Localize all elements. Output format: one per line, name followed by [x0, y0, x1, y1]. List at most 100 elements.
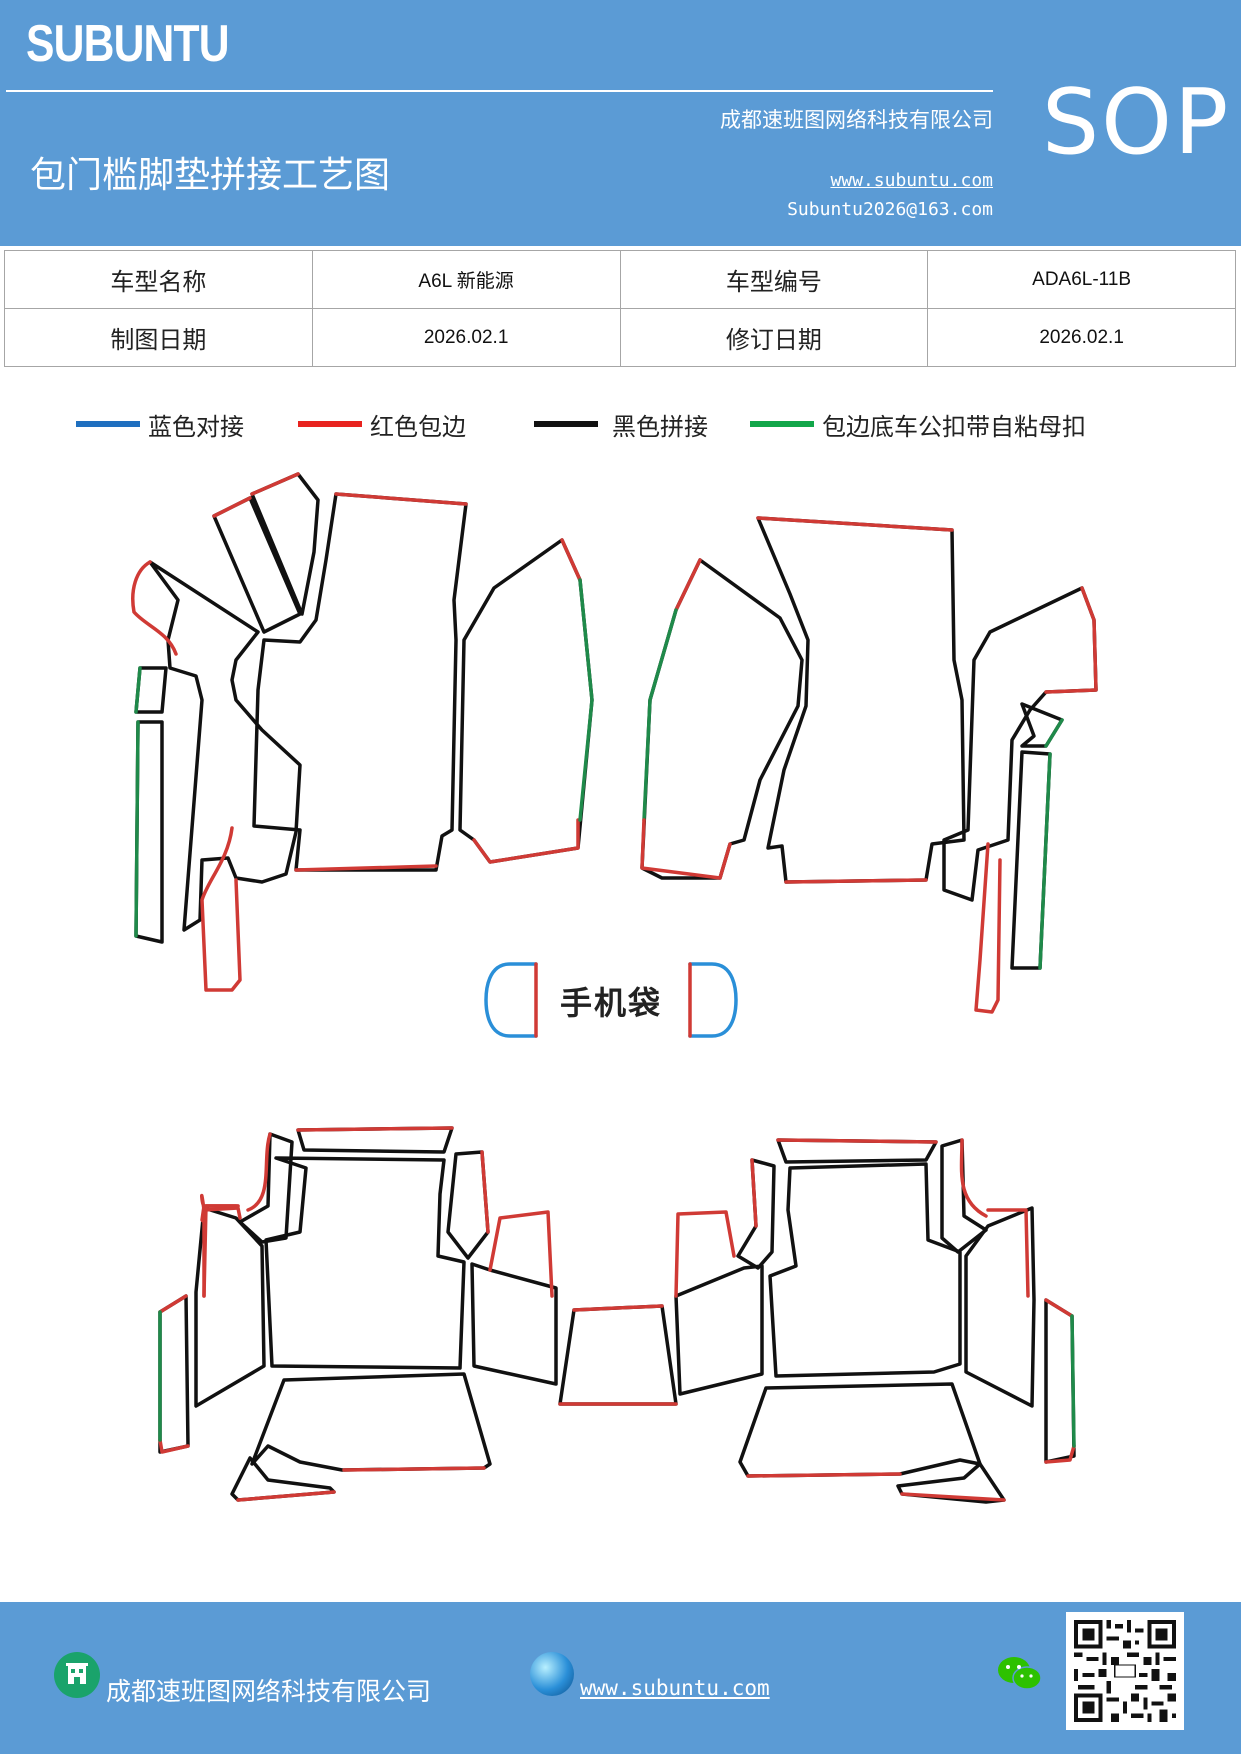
legend-item-red: 红色包边: [298, 404, 466, 444]
front-right-tunnel-red: [674, 558, 702, 612]
front-left-main-red-bottom: [294, 864, 438, 872]
phone-bag-right: [688, 962, 738, 1038]
cell-value: ADA6L-11B: [927, 250, 1236, 309]
cell-value: 2026.02.1: [927, 308, 1236, 367]
rear-left-group: [158, 1126, 558, 1502]
rear-right-lower-red: [746, 1472, 902, 1478]
header-company: 成都速班图网络科技有限公司: [720, 108, 993, 132]
rear-right-top-strip-red: [776, 1138, 938, 1144]
rear-right-post-r-red: [959, 1138, 988, 1218]
rear-left-outer-red: [158, 1294, 190, 1454]
header-divider: [6, 90, 993, 92]
rear-left-outer: [158, 1294, 190, 1454]
table-row: 制图日期 2026.02.1 修订日期 2026.02.1: [4, 308, 1236, 367]
front-right-tunnel: [640, 558, 804, 880]
wechat-icon[interactable]: [996, 1654, 1044, 1694]
logo: SUBUNTU: [26, 15, 230, 73]
table-row: 车型名称 A6L 新能源 车型编号 ADA6L-11B: [4, 250, 1236, 309]
legend-swatch: [534, 421, 598, 427]
legend-swatch: [750, 421, 814, 427]
legend-swatch: [298, 421, 362, 427]
legend-item-black: 黑色拼接: [534, 404, 708, 444]
front-left-sill: [148, 560, 302, 932]
front-right-group: [640, 516, 1098, 1014]
cell-label: 车型编号: [619, 250, 929, 309]
front-right-strip-1-green: [1044, 718, 1064, 748]
front-left-sill-red: [131, 560, 178, 656]
front-right-main-red-top: [756, 516, 954, 532]
rear-right-seatside-red: [674, 1210, 736, 1298]
cell-value: A6L 新能源: [311, 250, 621, 309]
rear-left-post-l-red: [246, 1132, 272, 1212]
rear-right-main: [768, 1162, 962, 1378]
rear-left-main: [264, 1156, 466, 1370]
legend-label: 包边底车公扣带自粘母扣: [822, 412, 1086, 441]
rear-left-post-r: [446, 1150, 490, 1260]
legend-item-blue: 蓝色对接: [76, 404, 244, 444]
cell-value: 2026.02.1: [311, 308, 621, 367]
legend-label: 红色包边: [370, 412, 466, 441]
front-left-tunnel-red-2: [472, 818, 580, 864]
rear-left-post-l: [238, 1132, 294, 1244]
rear-left-post-r-red: [480, 1150, 490, 1234]
rear-left-seatside-red: [488, 1210, 554, 1298]
front-right-main: [756, 516, 966, 884]
header: SUBUNTU SOP 成都速班图网络科技有限公司 包门槛脚垫拼接工艺图 www…: [0, 0, 1241, 246]
footer-website-link[interactable]: www.subuntu.com: [580, 1676, 770, 1700]
front-right-strip-2-green: [1038, 752, 1052, 970]
front-right-strip-1: [1020, 702, 1064, 748]
legend-label: 黑色拼接: [612, 412, 708, 441]
qr-code[interactable]: [1066, 1612, 1184, 1730]
page-title: 包门槛脚垫拼接工艺图: [30, 155, 391, 196]
rear-left-seatside: [470, 1262, 558, 1386]
front-right-sill-red-2: [974, 842, 1002, 1014]
legend-item-green: 包边底车公扣带自粘母扣: [750, 404, 1086, 444]
globe-icon: [530, 1652, 574, 1696]
rear-right-corner-red: [900, 1492, 1006, 1502]
rear-left-tab: [202, 1206, 242, 1298]
rear-right-group: [674, 1138, 1076, 1504]
rear-left-top-strip-red: [296, 1126, 454, 1132]
cell-label: 车型名称: [4, 250, 313, 309]
front-right-main-red-bottom: [784, 878, 928, 884]
front-left-sill-red-2: [200, 826, 242, 992]
rear-center-tunnel: [558, 1304, 678, 1406]
front-left-strip-1-green: [134, 666, 142, 714]
sop-badge: SOP: [1042, 70, 1231, 175]
header-email[interactable]: Subuntu2026@163.com: [787, 199, 993, 220]
front-left-main: [252, 492, 468, 872]
front-right-sill-red: [1044, 586, 1098, 694]
front-left-diag-1-red: [212, 496, 252, 518]
rear-right-outer: [1044, 1298, 1076, 1464]
footer-company: 成都速班图网络科技有限公司: [106, 1677, 432, 1706]
rear-right-outer-green: [1070, 1314, 1076, 1448]
cell-label: 制图日期: [4, 308, 313, 367]
rear-right-side-red: [986, 1208, 1030, 1298]
front-right-sill: [942, 586, 1098, 902]
front-left-tunnel-red: [560, 538, 582, 582]
front-left-group: [131, 472, 594, 992]
rear-left-lower: [250, 1372, 492, 1472]
front-left-strip-2-green: [134, 720, 140, 938]
front-right-tunnel-red-2: [640, 818, 732, 880]
phone-bag-label: 手机袋: [560, 984, 663, 1022]
front-right-tunnel-green: [642, 608, 678, 822]
header-website-link[interactable]: www.subuntu.com: [830, 170, 993, 191]
rear-left-lower-red: [342, 1466, 486, 1472]
rear-left-arch: [202, 1204, 240, 1298]
front-left-tunnel-green: [578, 578, 594, 822]
legend: 蓝色对接 红色包边 黑色拼接 包边底车公扣带自粘母扣: [0, 404, 1241, 444]
cell-label: 修订日期: [619, 308, 929, 367]
rear-left-top-strip: [296, 1126, 454, 1154]
rear-left-corner-red: [236, 1490, 336, 1502]
rear-right-lower: [738, 1382, 982, 1478]
front-left-diag-2-red: [250, 472, 300, 496]
rear-right-side: [964, 1206, 1036, 1408]
front-left-strip-2: [134, 720, 164, 944]
front-left-diag-2: [250, 472, 320, 616]
legend-swatch: [76, 421, 140, 427]
footer: 成都速班图网络科技有限公司 www.subuntu.com: [0, 1602, 1241, 1754]
info-table: 车型名称 A6L 新能源 车型编号 ADA6L-11B 制图日期 2026.02…: [4, 250, 1236, 367]
rear-right-outer-red: [1044, 1298, 1076, 1464]
